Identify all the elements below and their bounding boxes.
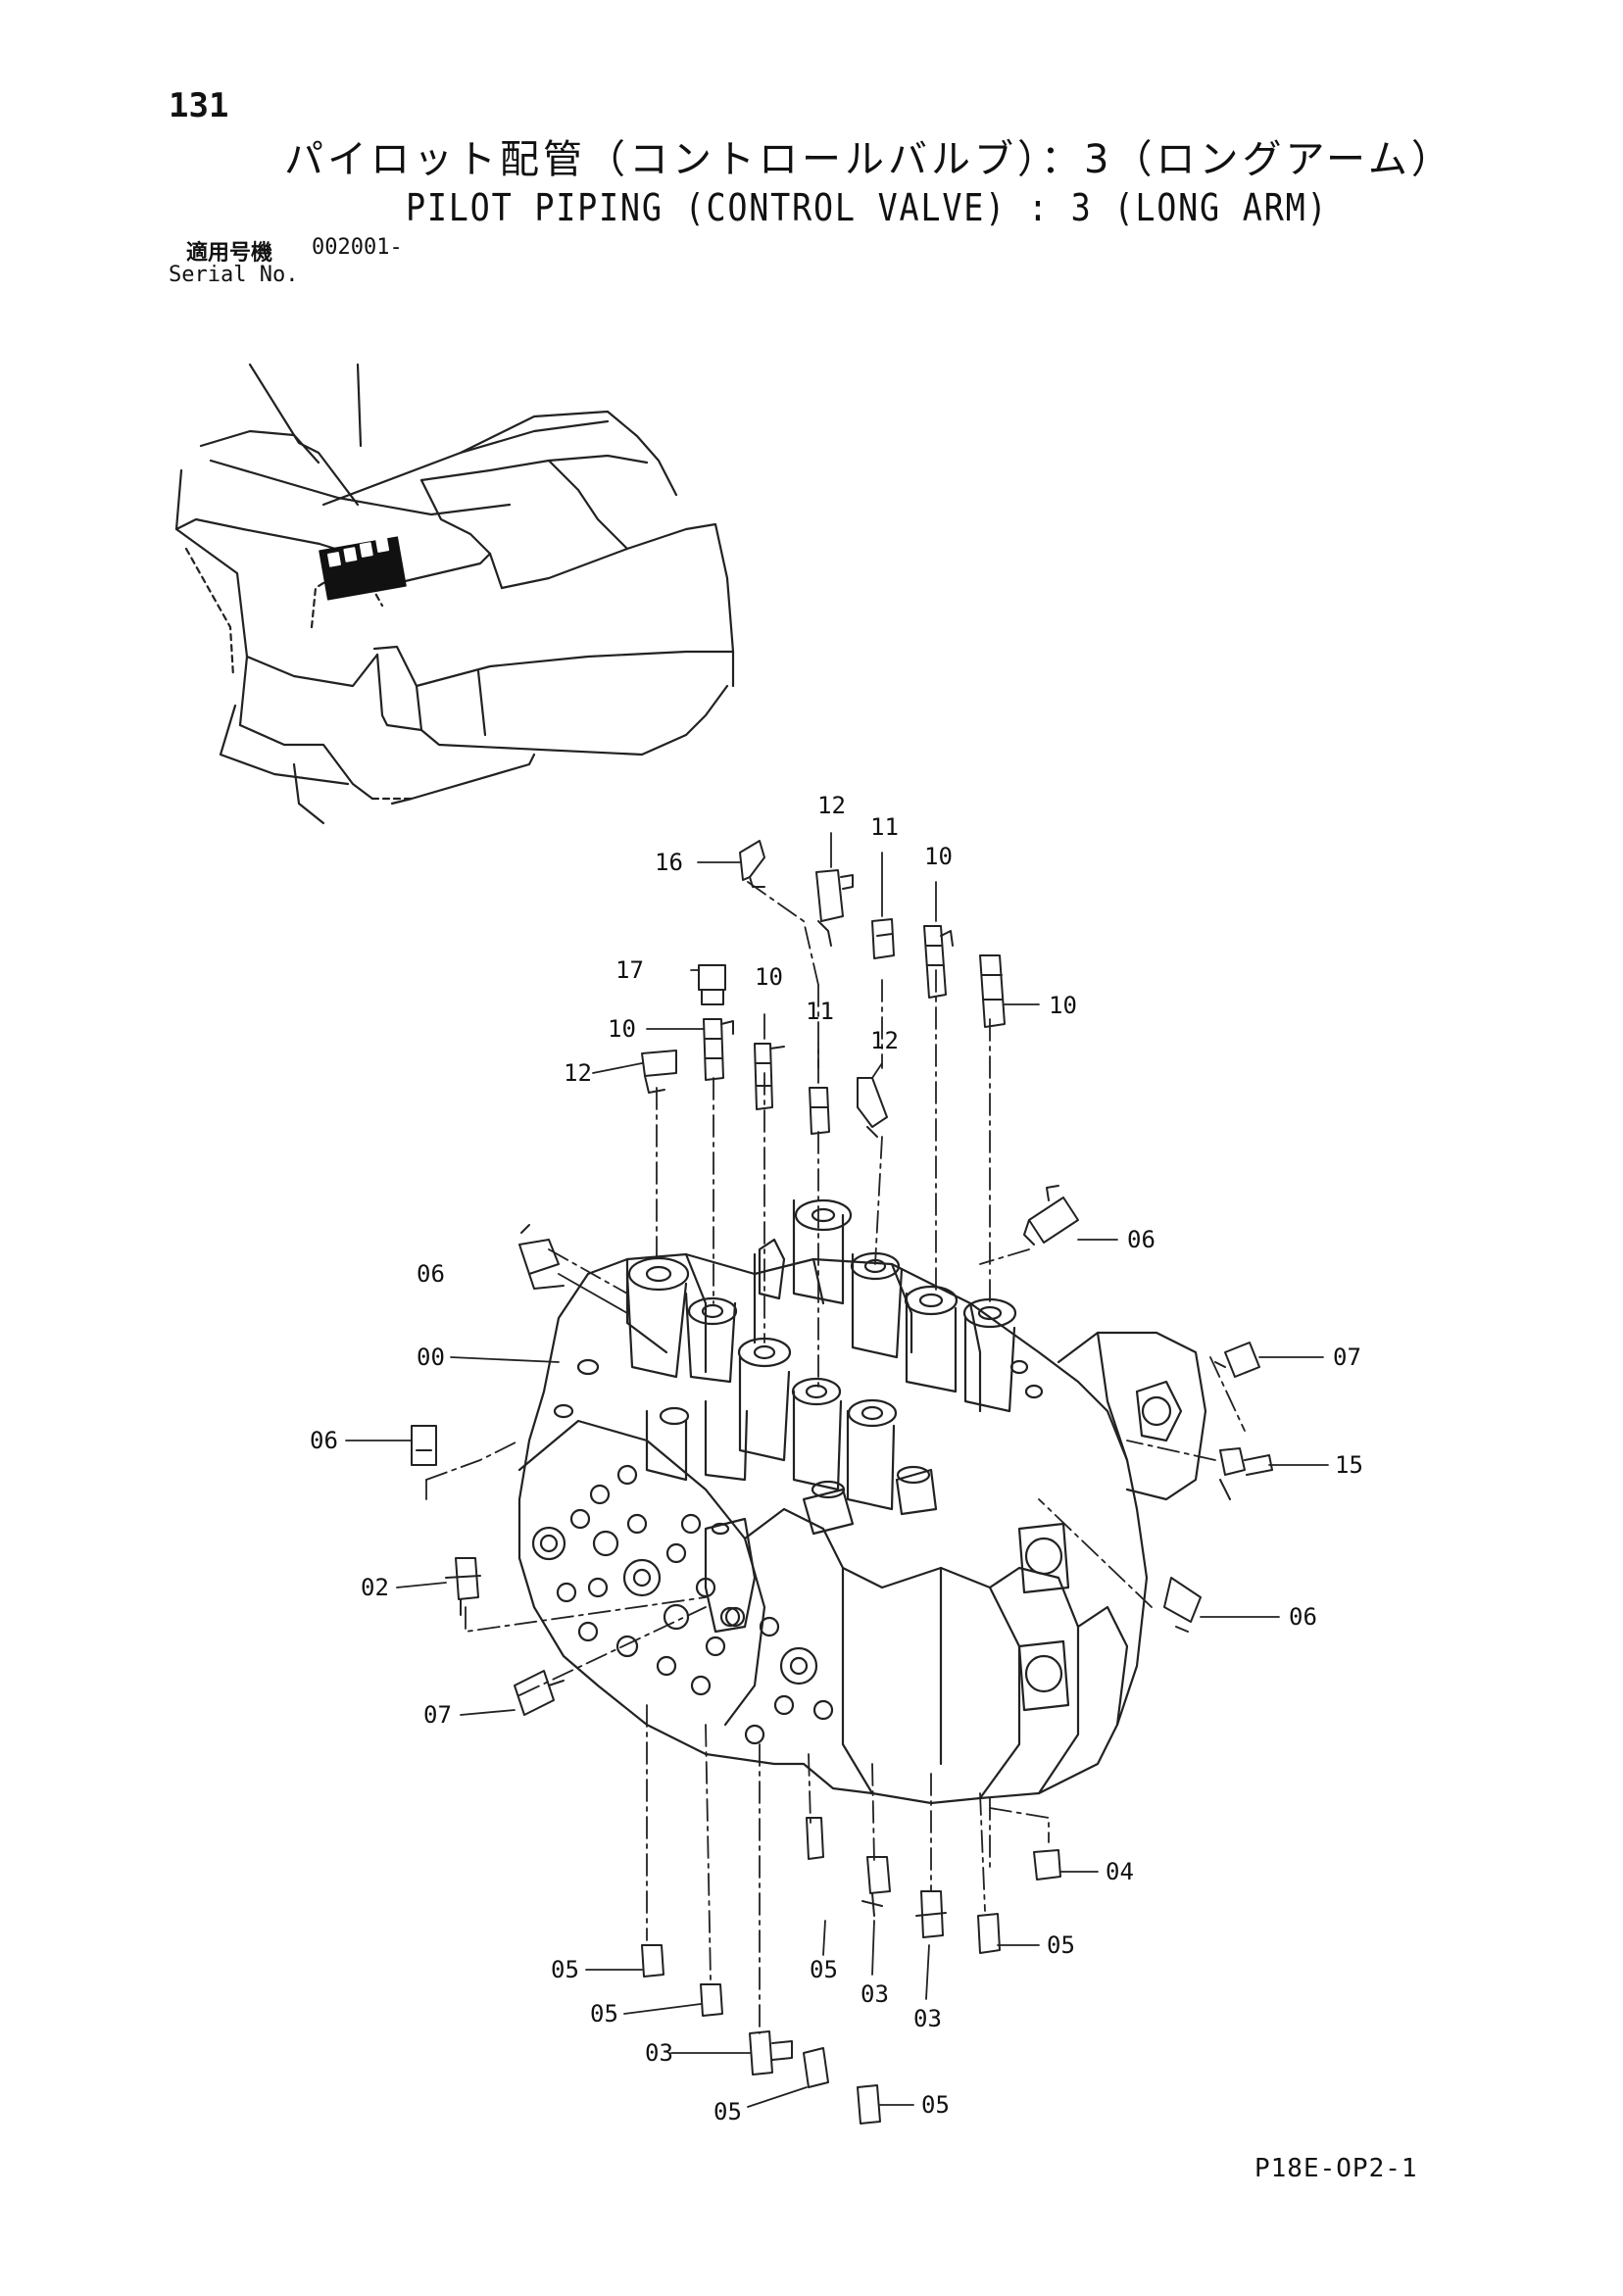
callout-07-right: 07	[1333, 1343, 1361, 1371]
page-number: 131	[169, 86, 229, 125]
serial-number-value: 002001-	[312, 235, 403, 260]
callout-05-a: 05	[551, 1956, 579, 1983]
callout-03-b: 03	[913, 2005, 942, 2032]
page-code: P18E-OP2-1	[1254, 2154, 1418, 2183]
callout-15: 15	[1335, 1451, 1363, 1479]
callout-05-d: 05	[590, 2000, 618, 2027]
callout-10-top: 10	[924, 843, 953, 870]
callout-05-c: 05	[1047, 1931, 1075, 1959]
callout-11-top: 11	[870, 813, 899, 841]
callout-labels: 16 12 11 10 17 10 11 10 10 12 12 06 06 0…	[310, 792, 1363, 2125]
callout-10-mid: 10	[755, 963, 783, 991]
serial-label-japanese: 適用号機	[186, 241, 273, 266]
serial-label-english: Serial No.	[169, 263, 299, 287]
callout-12-left: 12	[564, 1059, 592, 1087]
callout-05-e: 05	[713, 2098, 742, 2125]
callout-06-left-top: 06	[417, 1260, 445, 1288]
callout-12-mid: 12	[870, 1027, 899, 1054]
spool-caps	[625, 1198, 1017, 1511]
callout-10-right: 10	[1049, 992, 1077, 1019]
callout-03-c: 03	[645, 2039, 673, 2067]
callout-16: 16	[655, 849, 683, 876]
callout-02: 02	[361, 1574, 389, 1601]
page-title-english: PILOT PIPING (CONTROL VALVE) : 3 (LONG A…	[406, 186, 1329, 229]
machine-location-inset	[174, 363, 735, 825]
callout-06-right-top: 06	[1127, 1226, 1156, 1253]
fittings	[411, 840, 1273, 2125]
callout-12-top: 12	[817, 792, 846, 819]
callout-07-left: 07	[423, 1701, 452, 1729]
port-holes	[531, 1464, 834, 1745]
callout-11-mid: 11	[806, 998, 834, 1025]
inset-control-valve-marker	[319, 536, 407, 601]
callout-06-right-bottom: 06	[1289, 1603, 1317, 1631]
callout-04: 04	[1106, 1858, 1134, 1885]
callout-03-a: 03	[861, 1980, 889, 2008]
callout-leaders	[345, 832, 1329, 2108]
callout-05-b: 05	[810, 1956, 838, 1983]
callout-10-left: 10	[608, 1015, 636, 1043]
page-title-japanese: パイロット配管（コントロールバルブ）：3（ロングアーム）	[284, 137, 1454, 182]
callout-00: 00	[417, 1343, 445, 1371]
control-valve-assembly	[517, 1198, 1207, 1805]
leader-lines	[425, 881, 1246, 2034]
callout-17: 17	[615, 956, 644, 984]
callout-05-f: 05	[921, 2091, 950, 2119]
callout-06-left-mid: 06	[310, 1427, 338, 1454]
